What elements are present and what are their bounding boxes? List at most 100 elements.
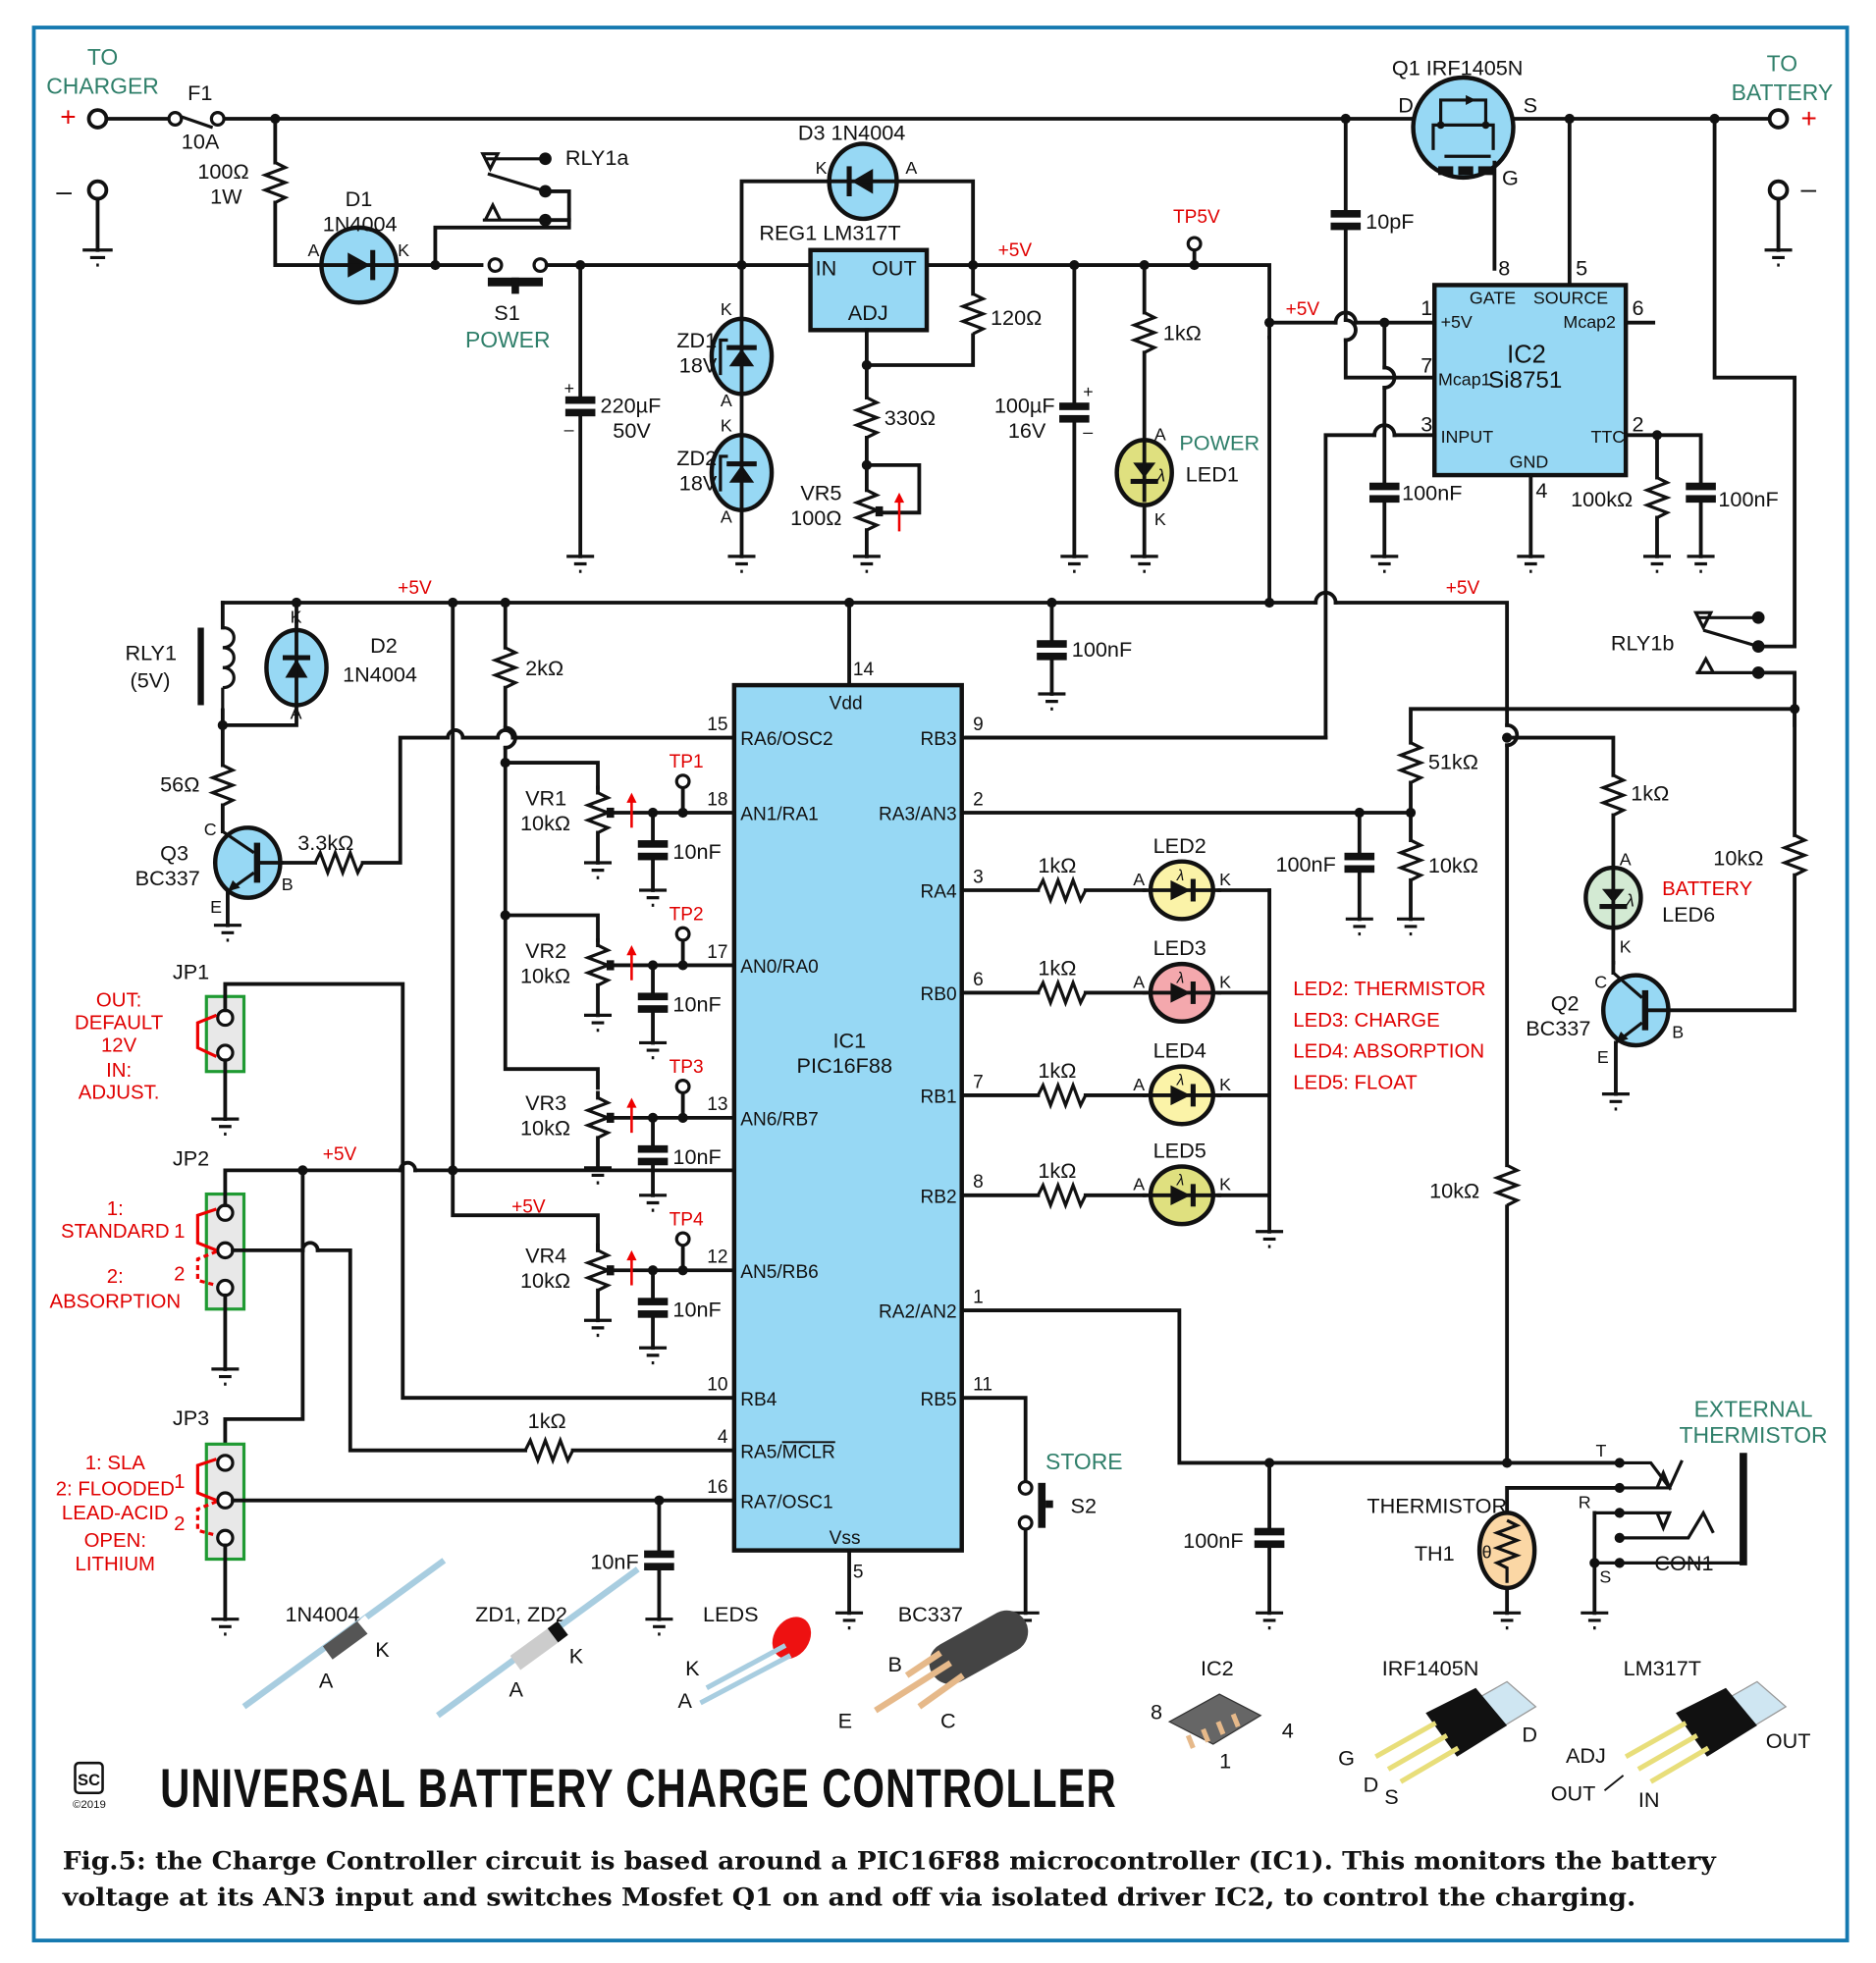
led-cathode-label: K	[1219, 1175, 1231, 1194]
jp1-note: OUT:	[96, 989, 141, 1011]
resistor-51k	[1396, 741, 1425, 784]
c100n-ttc-value: 100nF	[1718, 487, 1778, 511]
lambda-icon: λ	[1176, 1173, 1185, 1190]
ic2-ttc: TTC	[1590, 427, 1625, 447]
lambda-icon: λ	[1176, 868, 1185, 884]
ic1-pin-name: RB4	[740, 1390, 777, 1410]
connector-CON1[interactable]: EXTERNAL THERMISTOR T R S CON1	[1579, 1396, 1828, 1616]
ic1-pin-number: 2	[973, 789, 984, 810]
charger-terminal: TO CHARGER + –	[46, 44, 159, 267]
pkg-ic2-p4: 4	[1282, 1719, 1294, 1743]
ground-icon	[1130, 555, 1158, 573]
resistor-10k-th	[1492, 1163, 1522, 1207]
pkg-bc337-c: C	[940, 1709, 956, 1733]
ic2-5v: +5V	[1441, 312, 1473, 332]
resistor-1k	[1036, 978, 1088, 1008]
led6-k: K	[1620, 937, 1632, 957]
d1-value: 1N4004	[323, 212, 398, 237]
pin-name-part: AN6/RB7	[740, 1109, 819, 1130]
vr-ref: VR4	[525, 1244, 566, 1268]
led-resistor-value: 1kΩ	[1038, 853, 1076, 877]
resistor-1k	[1036, 1181, 1088, 1210]
jp3-pos1: 1	[174, 1471, 185, 1493]
vr-value: 10kΩ	[520, 963, 570, 987]
resistor-1k-batt	[1598, 773, 1629, 817]
zener-ZD1: ZD1 18V K A	[676, 299, 775, 410]
c220-minus: –	[564, 419, 574, 439]
q2-ref: Q2	[1551, 990, 1580, 1015]
ic1-pin-number: 9	[973, 715, 984, 735]
pkg-zener-k: K	[569, 1643, 584, 1668]
jp1-note: ADJUST.	[79, 1083, 160, 1104]
testpoint-TP1[interactable]	[674, 773, 691, 790]
pkg-lm317-adj: ADJ	[1566, 1743, 1606, 1768]
d3-ref: D3 1N4004	[798, 121, 905, 145]
pkg-irf-g: G	[1338, 1746, 1355, 1771]
pin-name-part: AN1/RA1	[740, 805, 819, 825]
lambda-icon: λ	[1176, 1073, 1185, 1089]
led1-ref: LED1	[1186, 461, 1239, 486]
led-LED1: λ A K POWER LED1	[1114, 424, 1260, 529]
ic1-pin-number: 6	[973, 970, 984, 990]
testpoint-TP2[interactable]	[674, 926, 691, 942]
package-ic2: IC2 8 4 1	[1151, 1656, 1294, 1773]
package-zener: ZD1, ZD2 K A	[436, 1566, 640, 1719]
ic1-pin-name: AN1/RA1	[740, 805, 819, 825]
testpoint-TP5V[interactable]	[1186, 236, 1203, 252]
ic1-pin-number: 12	[707, 1247, 727, 1268]
diode-D1: D1 1N4004 A K	[307, 186, 409, 305]
ic2-pin7: 7	[1420, 353, 1432, 378]
s1-ref: S1	[494, 300, 519, 325]
jumper-JP1[interactable]: JP1 OUT: DEFAULT 12V IN: ADJUST.	[75, 959, 736, 1401]
rly1-value: (5V)	[131, 668, 171, 693]
jp3-note: OPEN:	[84, 1530, 146, 1552]
vr-group: TP110nFVR110kΩTP210nFVR210kΩTP310nFVR310…	[520, 752, 736, 1365]
ic1-pin-number: 4	[718, 1427, 728, 1448]
testpoint-TP3[interactable]	[674, 1079, 691, 1094]
zd2-a: A	[721, 506, 732, 526]
ic1-pin-number: 10	[707, 1375, 727, 1396]
vr-value: 10kΩ	[520, 1268, 570, 1293]
battery-terminal: TO BATTERY + –	[1732, 51, 1833, 267]
q2-b: B	[1672, 1022, 1684, 1041]
q1-d: D	[1398, 93, 1414, 118]
jp3-note: 2: FLOODED	[56, 1479, 175, 1501]
vr5-value: 100Ω	[790, 505, 841, 530]
ic1-vdd-pin: 14	[853, 660, 875, 680]
ground-icon	[1601, 1092, 1630, 1111]
d1-ref: D1	[346, 186, 373, 211]
cap-10p	[1330, 210, 1362, 218]
d3-anode-label: A	[905, 158, 917, 178]
d2-ref: D2	[370, 633, 398, 658]
cap-10n-osc1	[644, 1550, 674, 1559]
jumper-JP3[interactable]: JP3 1 2 1: SLA 2: FLOODED LEAD-ACID OPEN…	[56, 1168, 736, 1621]
rly1b-ref: RLY1b	[1611, 630, 1675, 655]
ic1-pin-number: 7	[973, 1072, 984, 1092]
q1-s: S	[1524, 93, 1537, 118]
testpoint-TP4[interactable]	[674, 1231, 691, 1247]
vr-ref: VR3	[525, 1090, 566, 1115]
zd2-k: K	[721, 415, 732, 435]
logo-text: SC	[78, 1771, 100, 1789]
jp3-note: LITHIUM	[76, 1554, 156, 1575]
c10n-osc1-value: 10nF	[590, 1550, 638, 1574]
rail-5v-label: +5V	[511, 1197, 546, 1218]
q2-c: C	[1594, 972, 1607, 991]
led-anode-label: A	[1133, 870, 1145, 889]
cap-value: 10nF	[672, 839, 721, 864]
ground-icon	[639, 1040, 668, 1060]
r3k3-value: 3.3kΩ	[297, 830, 353, 855]
switch-S2[interactable]: STORE S2	[1017, 1449, 1123, 1531]
ic1-pin-name: RA3/AN3	[879, 805, 957, 825]
jumper-JP2[interactable]: JP2 1 2 1: STANDARD 2: ABSORPTION	[49, 1145, 736, 1453]
resistor-56r	[208, 764, 238, 807]
cap-220u-plate	[564, 396, 596, 404]
ic1-part: PIC16F88	[797, 1053, 892, 1078]
pkg-lm317-in: IN	[1638, 1787, 1660, 1812]
led1-k: K	[1154, 509, 1166, 529]
diode-D2: K A D2 1N4004	[264, 607, 417, 722]
